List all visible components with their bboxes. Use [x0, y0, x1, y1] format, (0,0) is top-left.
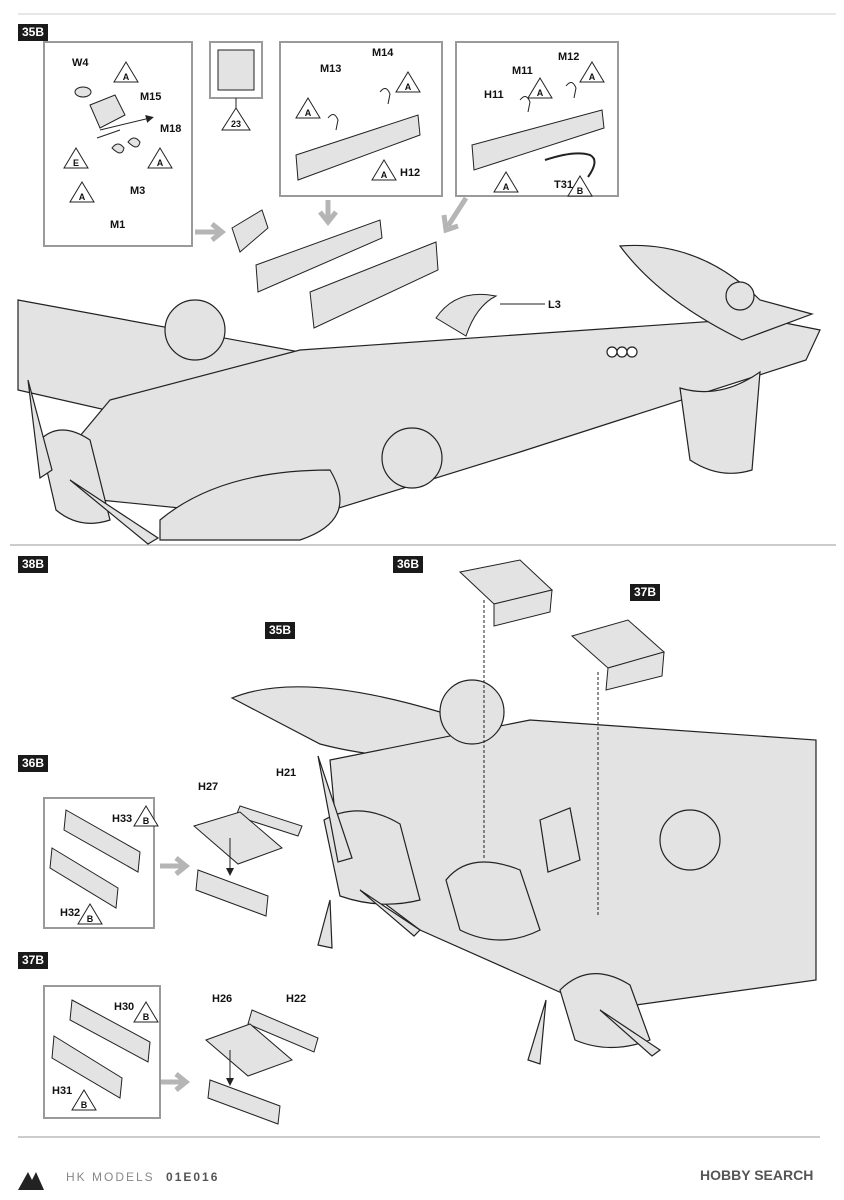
svg-text:B: B [143, 816, 150, 826]
part-labels: W4 M15 M18 M3 M1 M13 M14 H12 M11 M12 H11… [52, 47, 579, 1097]
watermark: HOBBY SEARCH [700, 1167, 813, 1183]
tri-b-1: B [567, 175, 593, 197]
step-35b-badge: 35B [18, 24, 49, 41]
label-h32: H32 [60, 907, 80, 919]
marker-triangles: A A E A 23 A A A A A A B B B B B [63, 61, 605, 1111]
label-m1: M1 [110, 219, 125, 231]
tri-a-9: A [493, 171, 519, 193]
tri-a-7: A [527, 77, 553, 99]
subassembly-frame-37b [43, 985, 161, 1119]
label-m15: M15 [140, 91, 161, 103]
tri-a-6: A [371, 159, 397, 181]
svg-text:A: A [381, 170, 388, 180]
footer-brand-name: HK MODELS [66, 1170, 155, 1184]
svg-text:A: A [589, 72, 596, 82]
label-m11: M11 [512, 65, 533, 77]
ref-36b-badge: 36B [393, 556, 424, 573]
svg-text:A: A [503, 182, 510, 192]
tri-a-4: A [295, 97, 321, 119]
footer-code: 01E016 [166, 1170, 220, 1184]
svg-text:B: B [87, 914, 94, 924]
tri-a-1: A [113, 61, 139, 83]
label-h22: H22 [286, 993, 306, 1005]
svg-text:A: A [537, 88, 544, 98]
label-h30: H30 [114, 1001, 134, 1013]
aircraft-35b [17, 244, 821, 545]
exploded-parts-35b [231, 209, 545, 337]
tri-a-2: A [147, 147, 173, 169]
parts-36b [192, 805, 303, 917]
svg-text:A: A [157, 158, 164, 168]
label-h33: H33 [112, 813, 132, 825]
aircraft-38b [230, 679, 817, 1065]
tri-a-5: A [395, 71, 421, 93]
step-36b-badge: 36B [18, 755, 49, 772]
step-37b-badge: 37B [18, 952, 49, 969]
label-h31: H31 [52, 1085, 72, 1097]
tri-b-2: B [133, 805, 159, 827]
step-38b-badge: 38B [18, 556, 49, 573]
tri-b-5: B [71, 1089, 97, 1111]
tri-23: 23 [221, 107, 251, 131]
svg-text:A: A [79, 192, 86, 202]
svg-text:B: B [577, 186, 584, 196]
ref-35b-badge: 35B [265, 622, 296, 639]
tri-b-4: B [133, 1001, 159, 1023]
exploded-parts-38b [458, 559, 666, 915]
tri-b-3: B [77, 903, 103, 925]
label-h21: H21 [276, 767, 296, 779]
tri-a-8: A [579, 61, 605, 83]
svg-text:A: A [123, 72, 130, 82]
svg-text:A: A [405, 82, 412, 92]
tri-a-3: A [69, 181, 95, 203]
svg-text:23: 23 [231, 119, 241, 129]
label-m18: M18 [160, 123, 181, 135]
subassembly-frame-36b [43, 797, 155, 929]
svg-text:A: A [305, 108, 312, 118]
label-m13: M13 [320, 63, 341, 75]
label-h26: H26 [212, 993, 232, 1005]
subassembly-frame-2 [279, 41, 443, 197]
parts-37b [205, 1009, 319, 1125]
label-m3: M3 [130, 185, 145, 197]
hk-logo-icon [18, 1172, 44, 1190]
footer-brand: HK MODELS 01E016 [66, 1170, 219, 1184]
ref-37b-badge: 37B [630, 584, 661, 601]
watermark-text: HOBBY SEARCH [700, 1167, 814, 1183]
label-t31: T31 [554, 179, 573, 191]
label-l3: L3 [548, 299, 561, 311]
tri-e: E [63, 147, 89, 169]
label-m14: M14 [372, 47, 394, 59]
label-h12: H12 [400, 167, 420, 179]
label-w4: W4 [72, 57, 89, 69]
label-h27: H27 [198, 781, 218, 793]
svg-text:B: B [81, 1100, 88, 1110]
label-m12: M12 [558, 51, 579, 63]
label-h11: H11 [484, 89, 504, 101]
svg-text:E: E [73, 158, 79, 168]
subassembly-frame-1 [43, 41, 193, 247]
subassembly-frame-ref23 [209, 41, 263, 108]
svg-text:B: B [143, 1012, 150, 1022]
assembly-arrows [160, 196, 469, 1092]
